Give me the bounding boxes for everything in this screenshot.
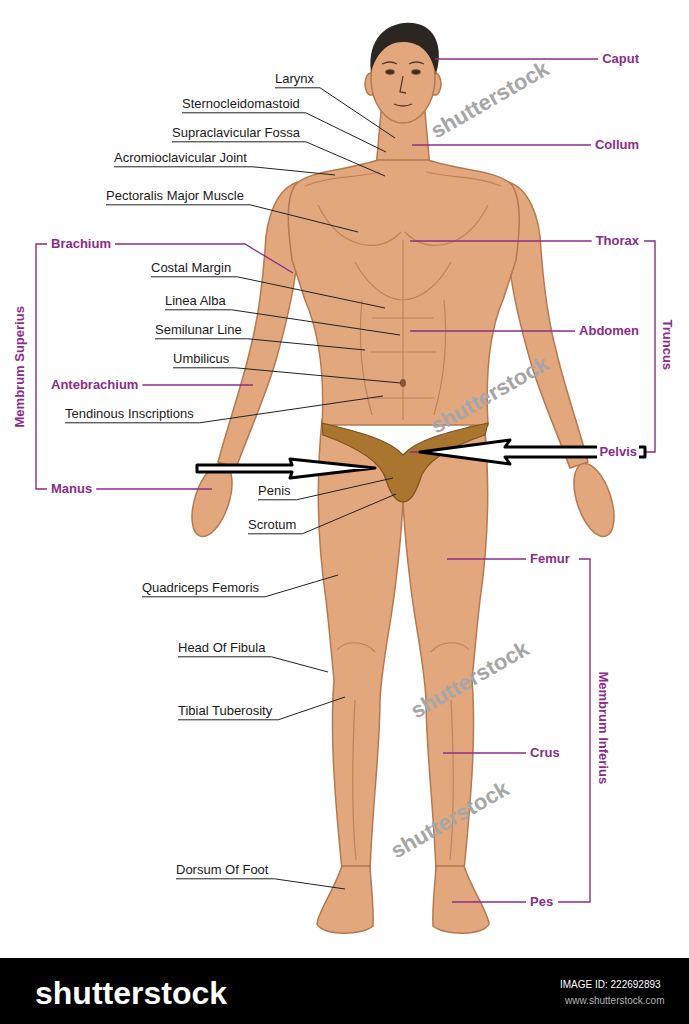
leader-line: [412, 144, 591, 145]
footer-bar: [0, 958, 689, 1024]
structure-label: Pectoralis Major Muscle: [106, 188, 244, 204]
structure-label: Scrotum: [248, 517, 296, 533]
leader-line: [443, 752, 526, 753]
watermark: shutterstock: [386, 776, 514, 865]
leader-line: [178, 697, 345, 720]
mouth: [394, 104, 412, 106]
leader-line: [258, 478, 393, 500]
brackets: [36, 241, 655, 902]
structure-label: Sternocleidomastoid: [182, 96, 300, 112]
nose: [400, 76, 406, 93]
knee-line: [337, 643, 469, 652]
watermark: shutterstock: [426, 351, 554, 440]
leader-line: [142, 575, 338, 597]
structure-label: Dorsum Of Foot: [176, 862, 268, 878]
group-label: Truncus: [659, 320, 675, 371]
leader-line: [410, 330, 575, 331]
region-label: Pelvis: [597, 444, 639, 460]
pointer-arrow: [197, 459, 375, 478]
structure-label: Tendinous Inscriptions: [65, 406, 194, 422]
loincloth: [322, 423, 488, 502]
region-label: Thorax: [596, 233, 639, 249]
leader-line: [447, 558, 526, 559]
hand: [566, 459, 622, 542]
region-label: Brachium: [51, 236, 111, 252]
structure-label: Acromioclavicular Joint: [114, 150, 247, 166]
leader-line: [176, 879, 345, 889]
foot: [317, 866, 373, 933]
region-label: Antebrachium: [51, 377, 138, 393]
costal-line: [355, 262, 451, 300]
region-label: Pes: [530, 894, 553, 910]
leader-line: [114, 167, 335, 175]
region-label: Abdomen: [579, 323, 639, 339]
structure-label: Supraclavicular Fossa: [172, 125, 300, 141]
region-label: Collum: [595, 137, 639, 153]
abdominal-line: [370, 318, 436, 398]
eye: [412, 70, 420, 74]
bracket: [558, 559, 590, 902]
eye: [386, 70, 394, 74]
structure-label: Linea Alba: [165, 293, 226, 309]
region-label: Caput: [602, 51, 639, 67]
structure-label: Penis: [258, 483, 291, 499]
foot: [433, 866, 489, 933]
image-id: IMAGE ID: 222692893: [560, 979, 661, 991]
hair: [370, 23, 438, 74]
structure-label: Larynx: [275, 71, 314, 87]
structure-label: Tibial Tuberosity: [178, 703, 272, 719]
face: [382, 62, 424, 106]
group-label: Membrum Inferius: [595, 672, 611, 785]
leader-line: [178, 657, 328, 672]
leader-line: [65, 396, 383, 423]
leader-line: [155, 339, 365, 350]
leader-line: [151, 277, 385, 308]
bracket: [644, 241, 655, 452]
leader-line: [410, 240, 592, 241]
leader-line: [142, 384, 253, 385]
bracket: [36, 244, 47, 489]
watermark: shutterstock: [426, 56, 554, 145]
clavicle-line: [305, 172, 501, 186]
group-label: Membrum Superius: [12, 306, 28, 427]
leader-line: [248, 494, 396, 534]
structure-label: Head Of Fibula: [178, 640, 265, 656]
leader-line: [173, 368, 401, 383]
brand-logo: shutterstock: [35, 974, 227, 1012]
site-url: www.shutterstock.com: [565, 995, 664, 1007]
pointer-arrow: [420, 440, 645, 464]
structure-label: Umbilicus: [173, 351, 229, 367]
leader-line: [452, 901, 526, 902]
region-label: Femur: [530, 551, 570, 567]
linea-alba-line: [402, 240, 403, 420]
structure-label: Costal Margin: [151, 260, 231, 276]
watermark: shutterstock: [406, 636, 534, 725]
brow: [382, 62, 424, 64]
pectoral-line: [405, 205, 488, 245]
leader-line: [435, 58, 598, 59]
structure-label: Quadriceps Femoris: [142, 580, 259, 596]
muscle-lines: [305, 172, 501, 860]
leader-line: [106, 205, 358, 232]
arm: [508, 182, 588, 468]
region-label: Crus: [530, 745, 560, 761]
leader-line: [96, 488, 212, 489]
region-label: Manus: [51, 481, 92, 497]
structure-label: Semilunar Line: [155, 322, 242, 338]
